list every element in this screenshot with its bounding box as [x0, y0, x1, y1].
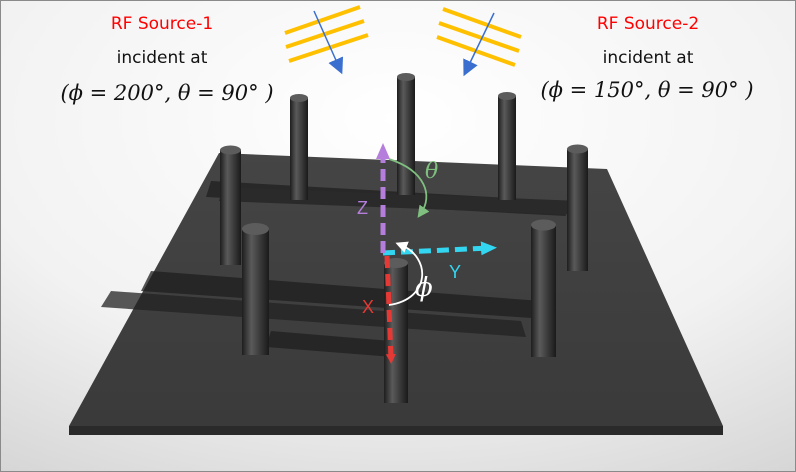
- rf-source-2-angles: (ϕ = 150°, θ = 90° ): [540, 78, 754, 102]
- rf-source-1-incident-label: incident at: [116, 48, 208, 68]
- rf-source-1-title: RF Source-1: [110, 14, 214, 34]
- pillar-front-right: [531, 219, 556, 357]
- theta-label: θ: [425, 159, 439, 184]
- phi-arc: [388, 241, 424, 306]
- pillar-back-center: [397, 73, 415, 195]
- pillar-back-right: [498, 92, 516, 200]
- pillar-back-left: [290, 94, 308, 200]
- y-axis-label: Y: [449, 262, 462, 282]
- z-axis-label: Z: [357, 198, 368, 218]
- rf-source-1-wave-icon: [284, 5, 369, 75]
- phi-label: ϕ: [415, 273, 433, 303]
- rf-source-2-title: RF Source-2: [596, 14, 700, 34]
- pillar-left: [220, 145, 241, 265]
- pillar-right: [567, 144, 588, 271]
- theta-arc: [388, 158, 430, 218]
- rf-source-2-wave-icon: [436, 7, 522, 77]
- rf-source-1-angles: (ϕ = 200°, θ = 90° ): [60, 81, 274, 105]
- rf-source-2-incident-label: incident at: [602, 48, 694, 68]
- x-axis-label: X: [362, 297, 375, 317]
- pillar-front-left: [242, 223, 269, 355]
